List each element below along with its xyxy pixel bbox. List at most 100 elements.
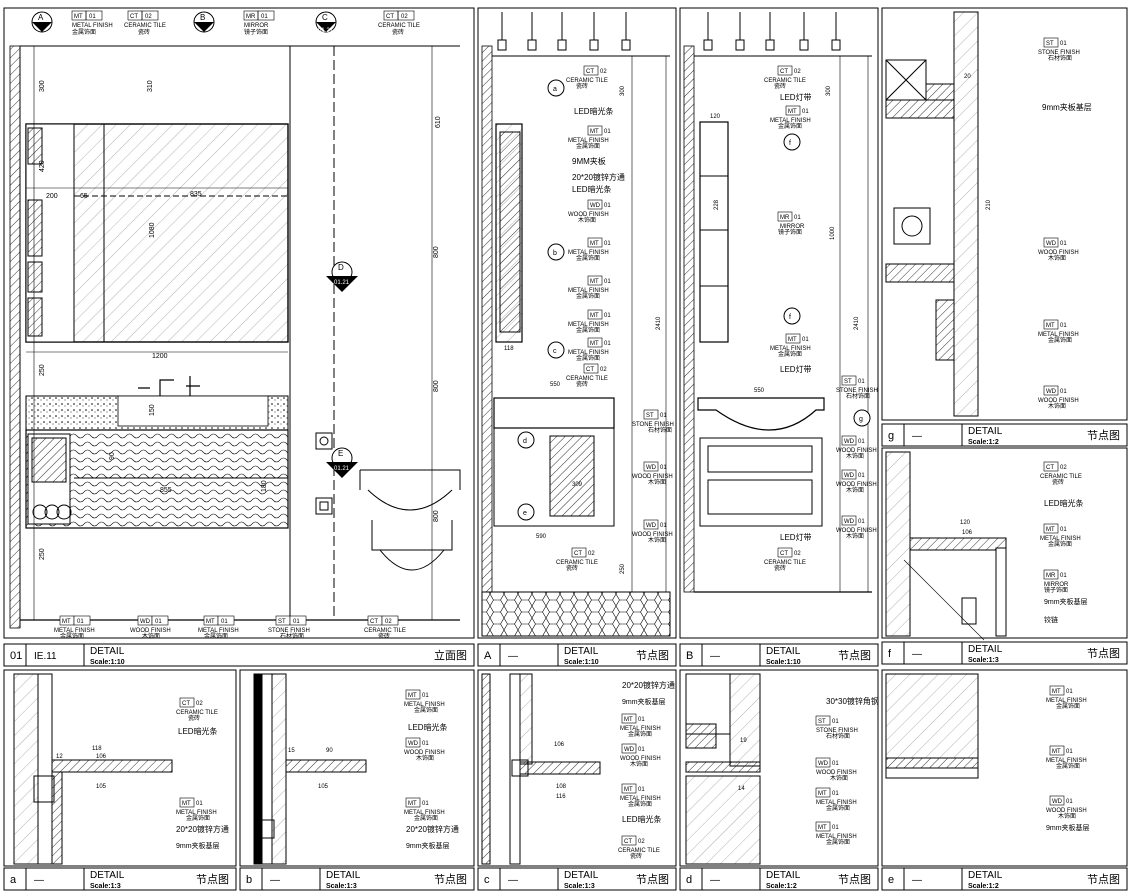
svg-text:01: 01 [604, 241, 611, 247]
svg-text:木饰面: 木饰面 [1048, 254, 1066, 262]
svg-text:01: 01 [660, 523, 667, 529]
dim: 610 [435, 116, 442, 128]
svg-text:石材饰面: 石材饰面 [846, 392, 870, 400]
panel-id: B [686, 650, 693, 662]
svg-text:金属饰面: 金属饰面 [1056, 702, 1080, 710]
panel-ref: — [34, 875, 44, 886]
svg-text:STONE FINISH: STONE FINISH [816, 728, 858, 734]
dim: 1080 [149, 222, 156, 238]
callout-letter: B [200, 13, 205, 22]
dim: 200 [46, 193, 58, 200]
svg-text:METAL FINISH: METAL FINISH [568, 350, 609, 356]
panel-scale: Scale:1:2 [968, 883, 999, 890]
svg-text:01: 01 [638, 747, 645, 753]
svg-text:20*20镀锌方通: 20*20镀锌方通 [572, 172, 625, 182]
svg-text:01: 01 [1060, 41, 1067, 47]
svg-text:WD: WD [408, 741, 419, 747]
svg-text:METAL FINISH: METAL FINISH [620, 726, 661, 732]
panel-ref: — [710, 651, 720, 662]
svg-text:CT: CT [780, 69, 788, 75]
svg-text:STONE FINISH: STONE FINISH [268, 628, 310, 634]
svg-text:WOOD FINISH: WOOD FINISH [568, 212, 609, 218]
panel-id: d [686, 874, 692, 886]
svg-text:01: 01 [832, 761, 839, 767]
svg-text:WD: WD [844, 519, 855, 525]
svg-text:f: f [789, 140, 791, 147]
svg-text:CERAMIC TILE: CERAMIC TILE [764, 78, 806, 84]
dim: 800 [433, 380, 440, 392]
svg-text:METAL FINISH: METAL FINISH [770, 118, 811, 124]
svg-text:01: 01 [1060, 389, 1067, 395]
elevation-drawing [9, 45, 461, 629]
svg-text:金属饰面: 金属饰面 [1056, 762, 1080, 770]
panel-ref: — [912, 875, 922, 886]
svg-text:WOOD FINISH: WOOD FINISH [816, 770, 857, 776]
svg-text:METAL FINISH: METAL FINISH [176, 810, 217, 816]
svg-text:02: 02 [1060, 465, 1067, 471]
svg-text:ST: ST [1046, 41, 1054, 47]
panel-scale: Scale:1:2 [766, 883, 797, 890]
svg-text:01: 01 [660, 465, 667, 471]
svg-text:MT: MT [624, 787, 633, 793]
detail-g-drawing [885, 11, 979, 417]
panel-title: DETAIL [90, 646, 125, 657]
svg-text:金属饰面: 金属饰面 [826, 838, 850, 846]
svg-text:木饰面: 木饰面 [846, 486, 864, 494]
svg-text:金属饰面: 金属饰面 [576, 142, 600, 150]
detail-c-drawing [481, 673, 601, 865]
dim: 90 [109, 452, 116, 460]
svg-text:金属饰面: 金属饰面 [60, 632, 84, 640]
panel-ref: — [508, 875, 518, 886]
svg-text:01: 01 [660, 413, 667, 419]
svg-text:LED暗光条: LED暗光条 [178, 726, 218, 736]
svg-text:CERAMIC TILE: CERAMIC TILE [364, 628, 406, 634]
svg-text:c: c [553, 348, 557, 355]
panel-title: DETAIL [968, 426, 1003, 437]
panel-ref: — [912, 649, 922, 660]
svg-text:01: 01 [77, 619, 84, 625]
panel-type: 节点图 [636, 873, 669, 886]
panel-id: 01 [10, 650, 22, 662]
svg-text:MT: MT [818, 825, 827, 831]
svg-text:LED灯带: LED灯带 [780, 364, 812, 374]
panel-id: c [484, 874, 490, 886]
svg-text:300: 300 [620, 85, 626, 96]
svg-text:铰链: 铰链 [1044, 615, 1058, 624]
detail-a-drawing [13, 673, 173, 865]
svg-text:2410: 2410 [854, 316, 860, 330]
dim: 800 [433, 510, 440, 522]
svg-text:WD: WD [1052, 799, 1063, 805]
svg-text:LED暗光条: LED暗光条 [1044, 498, 1084, 508]
svg-text:01: 01 [604, 203, 611, 209]
dim: 300 [39, 80, 46, 92]
callout-sheet: 01.21 [318, 28, 334, 34]
panel-title: DETAIL [564, 870, 599, 881]
panel-title: DETAIL [90, 870, 125, 881]
svg-text:CT: CT [182, 701, 190, 707]
panel-type: 节点图 [196, 873, 229, 886]
callout-B: B [193, 11, 215, 33]
svg-text:105: 105 [96, 784, 107, 790]
callout-D: D 01.21 [326, 261, 358, 292]
svg-text:02: 02 [638, 839, 645, 845]
svg-text:01: 01 [1066, 689, 1073, 695]
svg-text:MT: MT [1046, 527, 1055, 533]
svg-text:WOOD FINISH: WOOD FINISH [1038, 250, 1079, 256]
svg-text:01: 01 [638, 787, 645, 793]
svg-text:02: 02 [196, 701, 203, 707]
svg-text:STONE FINISH: STONE FINISH [632, 422, 674, 428]
svg-text:108: 108 [556, 784, 567, 790]
svg-text:105: 105 [318, 784, 329, 790]
svg-text:WOOD FINISH: WOOD FINISH [130, 628, 171, 634]
svg-text:金属饰面: 金属饰面 [576, 292, 600, 300]
callout-letter: E [338, 449, 343, 458]
svg-text:20*20镀锌方通: 20*20镀锌方通 [406, 824, 459, 834]
